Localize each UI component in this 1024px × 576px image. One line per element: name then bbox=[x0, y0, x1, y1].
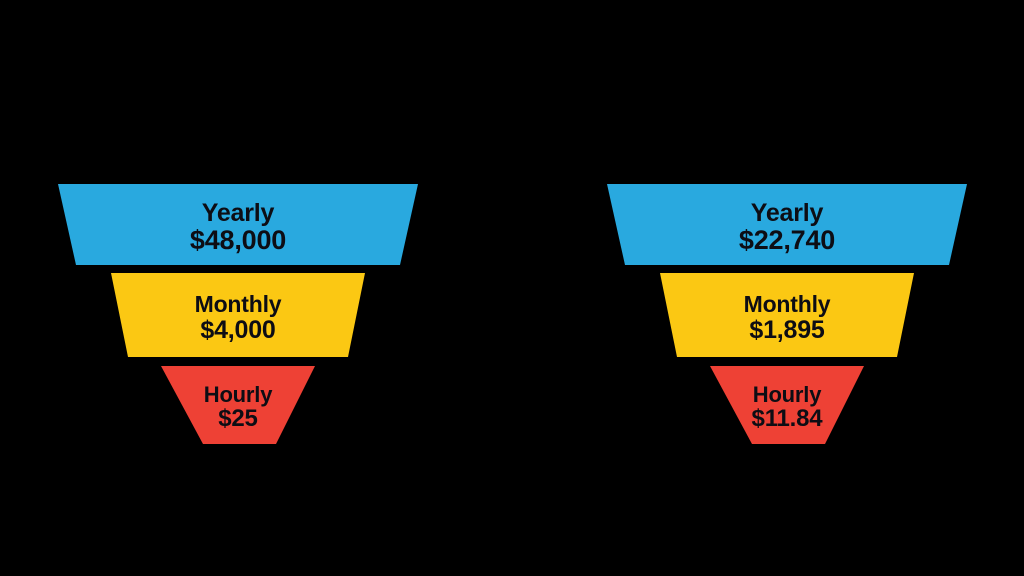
funnel-band-polygon bbox=[161, 366, 315, 444]
funnel-band-polygon bbox=[607, 184, 967, 265]
funnel-band-polygon bbox=[111, 273, 365, 357]
funnel-band-polygon bbox=[710, 366, 864, 444]
funnel-left: Yearly $48,000 Monthly $4,000 Hourly $25 bbox=[58, 184, 418, 444]
funnel-left-band-monthly[interactable]: Monthly $4,000 bbox=[58, 273, 418, 357]
funnel-band-shape-red bbox=[161, 366, 315, 444]
funnel-band-shape-red bbox=[710, 366, 864, 444]
funnel-band-polygon bbox=[660, 273, 914, 357]
funnel-band-shape-yellow bbox=[111, 273, 365, 357]
funnel-right: Yearly $22,740 Monthly $1,895 Hourly $11… bbox=[607, 184, 967, 444]
funnel-band-polygon bbox=[58, 184, 418, 265]
funnel-right-band-yearly[interactable]: Yearly $22,740 bbox=[607, 184, 967, 265]
funnel-band-shape-blue bbox=[607, 184, 967, 265]
funnel-band-shape-yellow bbox=[660, 273, 914, 357]
funnel-right-band-hourly[interactable]: Hourly $11.84 bbox=[607, 366, 967, 444]
funnel-left-band-hourly[interactable]: Hourly $25 bbox=[58, 366, 418, 444]
funnel-band-shape-blue bbox=[58, 184, 418, 265]
funnel-right-band-monthly[interactable]: Monthly $1,895 bbox=[607, 273, 967, 357]
funnel-left-band-yearly[interactable]: Yearly $48,000 bbox=[58, 184, 418, 265]
